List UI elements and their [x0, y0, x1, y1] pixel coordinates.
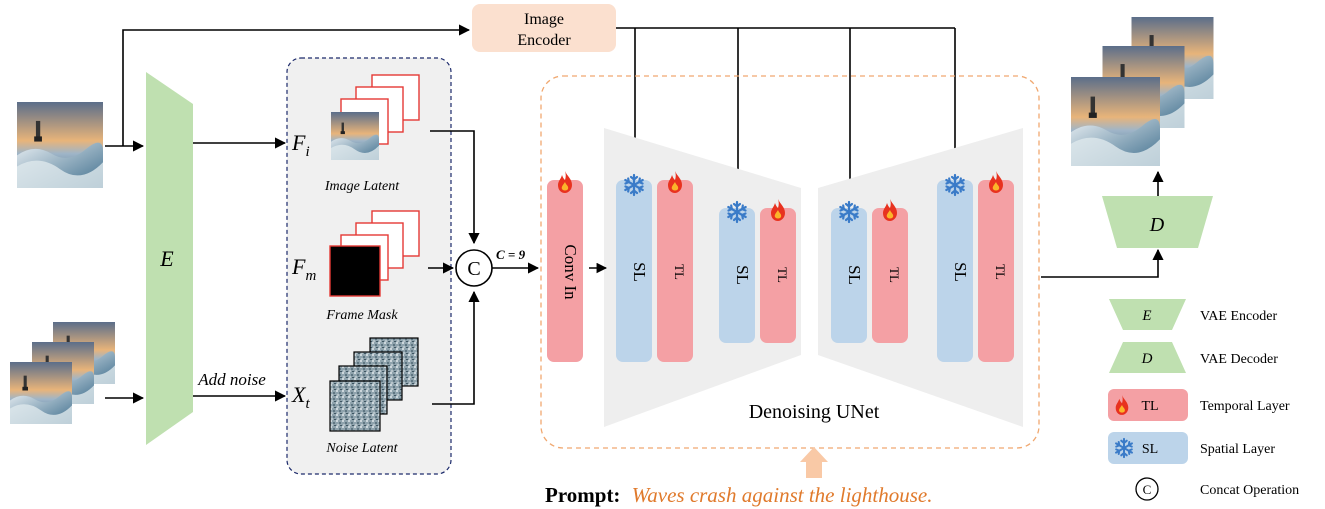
frame-mask-symbol: Fm — [291, 254, 316, 284]
legend: E VAE Encoder D VAE Decoder TL Temporal … — [1108, 299, 1299, 501]
unet-to-decoder-arrow — [1041, 248, 1164, 278]
legend-decoder-label: VAE Decoder — [1200, 352, 1278, 367]
legend-concat-symbol: C — [1143, 482, 1152, 497]
image-encoder-line1: Image — [524, 11, 564, 28]
concat-symbol: C — [467, 258, 480, 280]
legend-encoder-label: VAE Encoder — [1200, 309, 1277, 324]
image-latent-symbol: Fi — [291, 130, 310, 160]
image-encoder-box: Image Encoder — [472, 4, 616, 52]
unet-encoder-shape — [604, 128, 801, 427]
prompt-arrow — [800, 447, 828, 478]
image-to-clip-arrow — [122, 24, 471, 146]
unet-container — [540, 75, 1040, 449]
spatial-layer-1-label: SL — [630, 262, 649, 282]
conv-in-label: Conv In — [561, 244, 580, 300]
legend-spatial-symbol: SL — [1142, 442, 1158, 457]
spatial-layer-2-label: SL — [733, 265, 752, 285]
decoder-label: D — [1149, 214, 1165, 236]
prompt-text: Prompt: Waves crash against the lighthou… — [545, 483, 932, 507]
add-noise-label: Add noise — [197, 370, 266, 389]
prompt-content: Waves crash against the lighthouse. — [632, 483, 933, 507]
noise-latent-to-concat — [432, 290, 480, 405]
noise-latent-caption: Noise Latent — [325, 441, 398, 456]
image-encoder-connections — [616, 27, 961, 195]
vae-decoder — [1102, 196, 1213, 248]
legend-temporal-symbol: TL — [1141, 399, 1158, 414]
legend-temporal-label: Temporal Layer — [1200, 399, 1290, 414]
noise-latent-stack — [329, 337, 419, 432]
image-latent-to-concat — [430, 130, 480, 245]
temporal-layer-3-label: TL — [887, 267, 902, 283]
concat-operation: C — [455, 249, 493, 287]
legend-decoder-symbol: D — [1141, 351, 1153, 367]
spatial-layer-3-label: SL — [845, 265, 864, 285]
image-encoder-line2: Encoder — [517, 32, 571, 49]
spatial-layer-4-label: SL — [951, 262, 970, 282]
legend-concat-icon — [1135, 477, 1159, 501]
frame-mask-caption: Frame Mask — [325, 308, 398, 323]
legend-spatial-icon — [1108, 432, 1188, 464]
temporal-layer-1 — [657, 180, 693, 362]
channel-label: C = 9 — [496, 247, 526, 262]
legend-decoder-icon — [1109, 342, 1186, 373]
temporal-layer-2-label: TL — [775, 267, 790, 283]
spatial-layer-4 — [937, 180, 973, 362]
input-image — [17, 102, 103, 188]
temporal-layer-1-label: TL — [672, 264, 687, 280]
frame-mask-stack — [329, 210, 420, 297]
image-latent-stack — [331, 74, 420, 160]
encoder-label: E — [159, 246, 174, 271]
temporal-layer-2 — [760, 208, 796, 343]
vae-encoder — [146, 72, 193, 445]
input-video-frames — [10, 322, 115, 424]
prompt-label: Prompt: — [545, 483, 620, 507]
spatial-layer-3 — [831, 208, 867, 343]
temporal-layer-4-label: TL — [993, 264, 1008, 280]
image-latent-caption: Image Latent — [324, 179, 400, 194]
spatial-layer-1 — [616, 180, 652, 362]
spatial-layer-2 — [719, 208, 755, 343]
output-video-frames — [1071, 17, 1214, 166]
legend-concat-label: Concat Operation — [1200, 483, 1299, 498]
noise-latent-symbol: Xt — [291, 382, 310, 412]
legend-temporal-icon — [1108, 389, 1188, 421]
legend-encoder-symbol: E — [1141, 308, 1151, 324]
legend-spatial-label: Spatial Layer — [1200, 442, 1275, 457]
conv-in-block — [547, 180, 583, 362]
temporal-layer-3 — [872, 208, 908, 343]
temporal-layer-4 — [978, 180, 1014, 362]
legend-encoder-icon — [1109, 299, 1186, 330]
unet-title: Denoising UNet — [749, 401, 880, 423]
